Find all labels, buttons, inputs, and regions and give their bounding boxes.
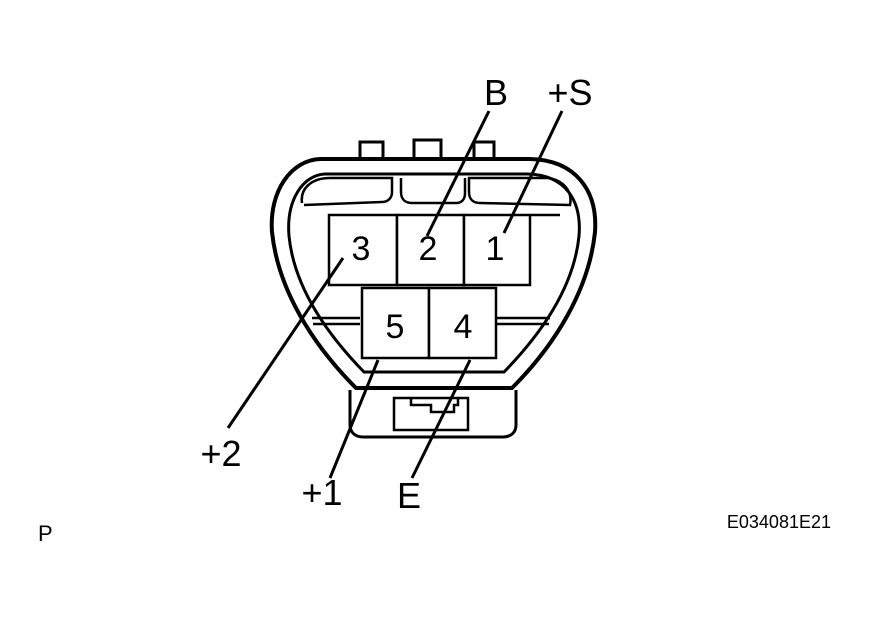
pin-number-4: 4 — [454, 308, 473, 346]
label-plus-1: +1 — [301, 472, 342, 513]
leader-lines — [226, 110, 564, 479]
pin-number-3: 3 — [352, 230, 371, 268]
pin-number-5: 5 — [386, 308, 405, 346]
label-b: B — [484, 72, 508, 113]
leader-line-e — [410, 359, 472, 479]
pin-number-1: 1 — [486, 230, 505, 268]
lower-cavity-row — [360, 286, 498, 360]
top-ribs — [300, 176, 572, 207]
leader-line-b — [425, 110, 491, 237]
pin-number-2: 2 — [419, 230, 438, 268]
connector-housing-inner — [287, 172, 581, 374]
bottom-lock — [348, 390, 518, 439]
leader-line-plus-s — [502, 110, 564, 234]
corner-mark: P — [38, 521, 53, 546]
upper-cavity-row — [327, 213, 560, 287]
leader-line-plus-2 — [226, 257, 345, 429]
label-e: E — [397, 475, 421, 516]
side-ledges — [312, 316, 550, 326]
figure-code: E034081E21 — [727, 512, 831, 532]
label-plus-2: +2 — [200, 433, 241, 474]
label-plus-s: +S — [547, 72, 592, 113]
leader-line-plus-1 — [328, 359, 380, 479]
